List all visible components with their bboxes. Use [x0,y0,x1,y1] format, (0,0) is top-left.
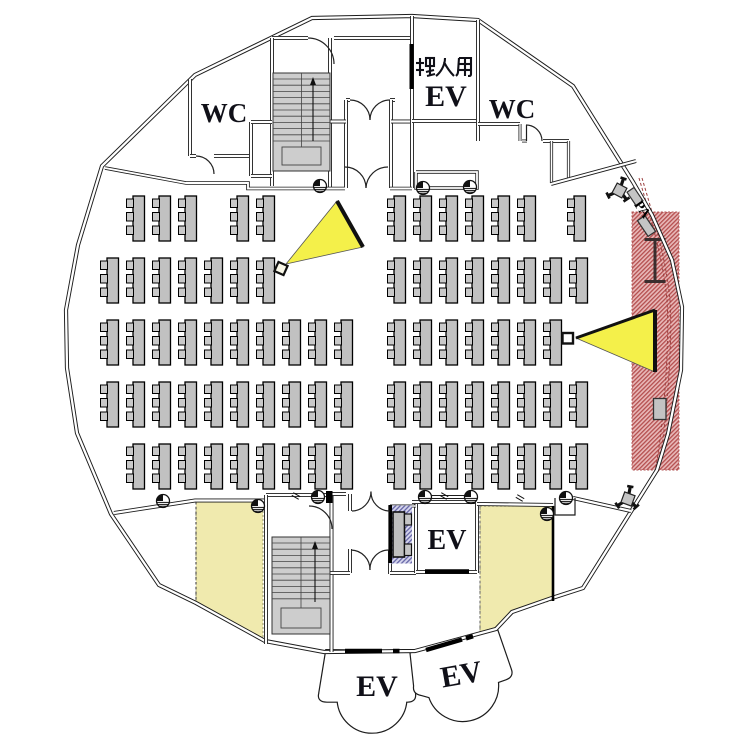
svg-text:EV: EV [425,80,467,113]
svg-text:EV: EV [428,525,467,556]
svg-text:EV: EV [356,670,398,703]
svg-text:WC: WC [201,98,248,128]
svg-text:WC: WC [489,94,536,124]
svg-text:EV: EV [438,655,485,695]
